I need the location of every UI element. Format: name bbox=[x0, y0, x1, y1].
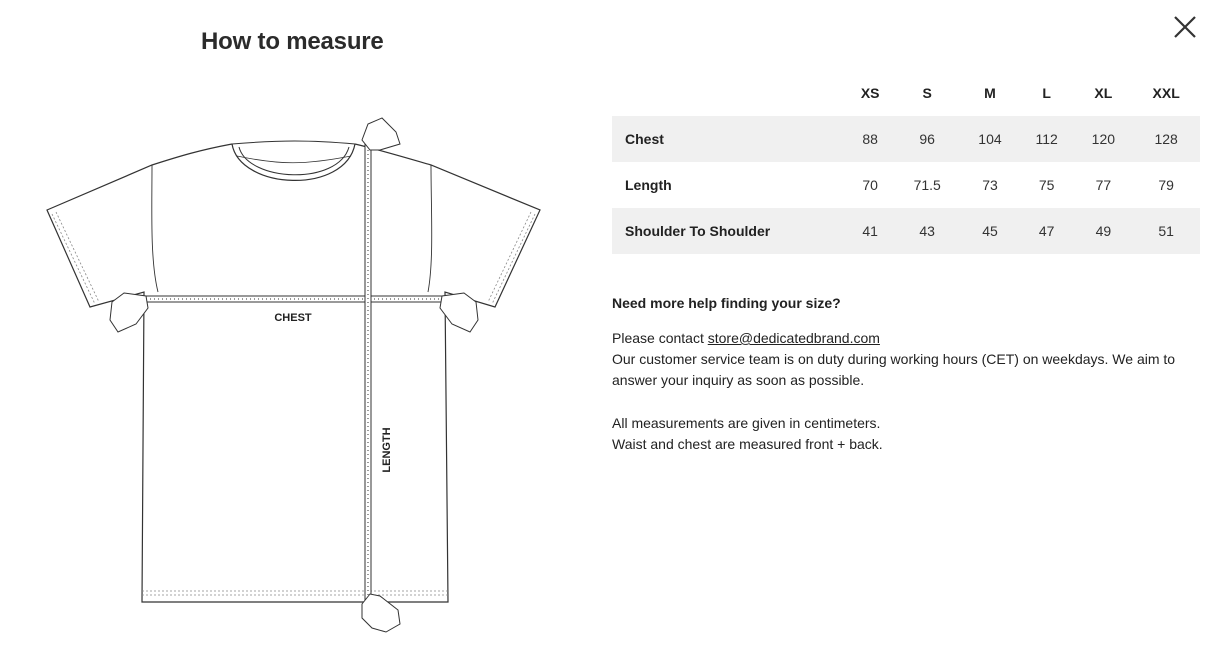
length-tape bbox=[364, 143, 372, 605]
table-cell: 75 bbox=[1038, 177, 1055, 193]
hand-bottom bbox=[361, 593, 401, 633]
units-note: All measurements are given in centimeter… bbox=[612, 415, 881, 431]
chest-tape bbox=[143, 295, 446, 303]
table-cell: 73 bbox=[982, 177, 998, 193]
size-m: M bbox=[984, 85, 996, 101]
service-text: Our customer service team is on duty dur… bbox=[612, 351, 1176, 388]
table-cell: 96 bbox=[893, 116, 961, 162]
table-cell: 49 bbox=[1074, 208, 1133, 254]
contact-email-link[interactable]: store@dedicatedbrand.com bbox=[707, 330, 880, 346]
length-label: LENGTH bbox=[381, 427, 393, 472]
row-label: Chest bbox=[612, 116, 847, 162]
table-cell: 112 bbox=[1018, 116, 1075, 162]
table-cell: 104 bbox=[961, 116, 1019, 162]
table-cell: 71.5 bbox=[913, 177, 941, 193]
hand-left bbox=[109, 292, 149, 333]
row-label: Shoulder To Shoulder bbox=[612, 208, 847, 254]
table-cell: 128 bbox=[1132, 116, 1200, 162]
close-button[interactable] bbox=[1170, 12, 1200, 42]
hand-right bbox=[439, 292, 479, 333]
collar bbox=[231, 143, 356, 181]
table-row-length: Length 70 71.5 73 75 77 79 bbox=[612, 162, 1200, 208]
row-label: Length bbox=[625, 177, 672, 193]
table-row-shoulder: Shoulder To Shoulder 41 43 45 47 49 51 bbox=[612, 208, 1200, 254]
tshirt-outline bbox=[46, 143, 541, 603]
spacer bbox=[612, 391, 1202, 413]
hand-top bbox=[361, 117, 401, 151]
page-title: How to measure bbox=[201, 28, 384, 55]
table-cell: 41 bbox=[847, 208, 894, 254]
close-icon bbox=[1174, 16, 1196, 38]
chest-label: CHEST bbox=[274, 312, 312, 324]
size-xl: XL bbox=[1094, 85, 1113, 101]
table-cell: 70 bbox=[862, 177, 878, 193]
size-chart-table: XS S M L XL XXL Chest 88 96 104 112 120 … bbox=[612, 70, 1200, 254]
table-row-chest: Chest 88 96 104 112 120 128 bbox=[612, 116, 1200, 162]
measurement-diagram: CHEST LENGTH bbox=[40, 110, 560, 640]
contact-prefix: Please contact bbox=[612, 330, 708, 346]
help-heading: Need more help finding your size? bbox=[612, 295, 841, 311]
table-cell: 120 bbox=[1074, 116, 1133, 162]
contact-line: Please contact store@dedicatedbrand.com bbox=[612, 328, 1202, 349]
waist-note: Waist and chest are measured front + bac… bbox=[612, 436, 883, 452]
table-cell: 77 bbox=[1095, 177, 1112, 193]
tshirt-illustration: CHEST LENGTH bbox=[46, 117, 541, 633]
size-xxl: XXL bbox=[1152, 85, 1180, 101]
table-cell: 51 bbox=[1132, 208, 1200, 254]
size-xs: XS bbox=[860, 85, 880, 101]
table-cell: 47 bbox=[1018, 208, 1075, 254]
header-blank bbox=[612, 70, 847, 116]
help-section: Need more help finding your size? Please… bbox=[612, 293, 1202, 455]
table-cell: 88 bbox=[847, 116, 894, 162]
table-cell: 79 bbox=[1158, 177, 1174, 193]
size-s: S bbox=[922, 85, 932, 101]
table-cell: 45 bbox=[961, 208, 1019, 254]
size-header-row: XS S M L XL XXL bbox=[612, 70, 1200, 116]
table-cell: 43 bbox=[893, 208, 961, 254]
size-l: L bbox=[1042, 85, 1051, 101]
